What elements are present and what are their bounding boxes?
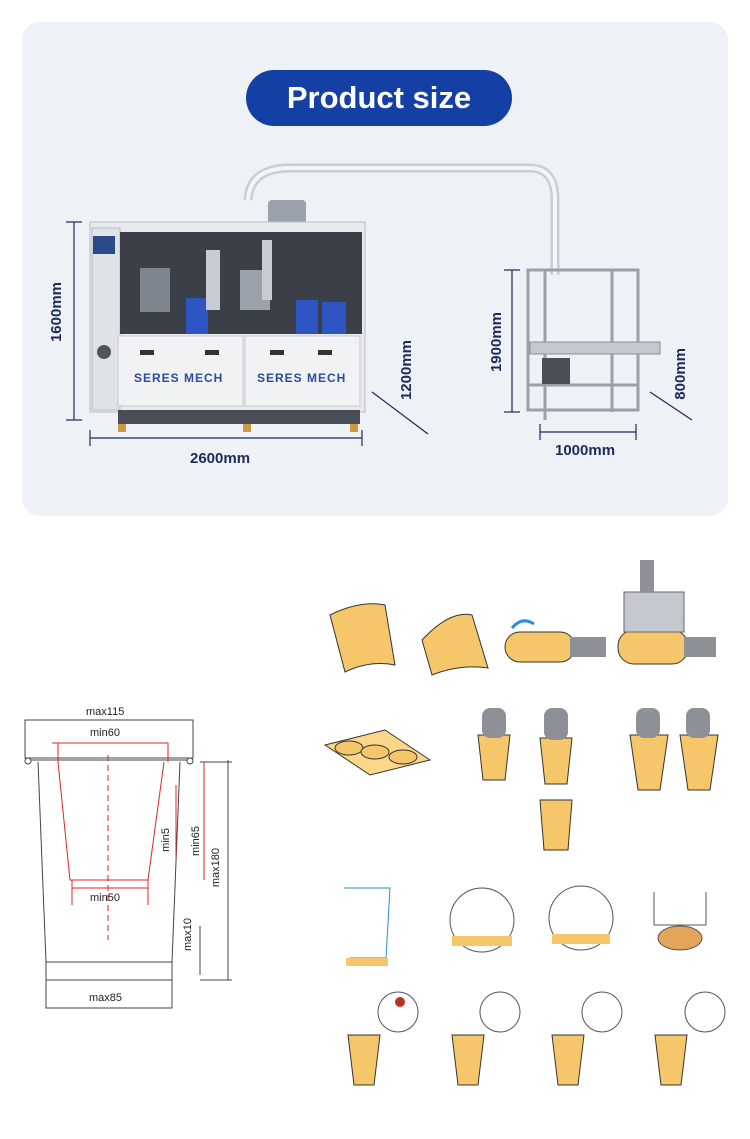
machine-illustration — [66, 163, 693, 446]
paper-stack-icon — [329, 603, 396, 673]
collector-motor — [542, 358, 570, 384]
spec-min5: min5 — [160, 828, 172, 852]
product-size-title: Product size — [246, 70, 512, 126]
cup-rim — [24, 719, 194, 759]
bottom-disc-icon — [657, 925, 703, 951]
inner-spec-lines — [52, 742, 205, 940]
blower-motor — [268, 200, 306, 226]
spec-bottom-width: max85 — [89, 992, 123, 1004]
collector-tray — [529, 341, 661, 355]
cup-body — [37, 761, 181, 963]
spec-inner-bottom: min50 — [90, 892, 120, 904]
machine-base — [118, 410, 360, 424]
press-head-icon — [623, 591, 685, 633]
brand-label-right: SERES MECH — [257, 371, 347, 385]
spec-min65: min65 — [190, 826, 202, 856]
spec-top-width: max115 — [86, 706, 125, 718]
dim-width-left: 2600mm — [190, 450, 251, 467]
lower-panel-right — [244, 335, 361, 407]
cup-bottom — [45, 979, 173, 1009]
process-steps — [323, 560, 726, 1086]
paper-fan-icon — [421, 613, 489, 676]
control-screen — [93, 236, 115, 254]
spec-inner-top: min60 — [90, 727, 120, 739]
dimension-lines — [66, 221, 693, 446]
emergency-knob — [97, 345, 111, 359]
spec-max10: max10 — [182, 918, 194, 952]
outer-dim-lines — [199, 760, 232, 981]
brand-label-left: SERES MECH — [134, 371, 224, 385]
spec-max180: max180 — [210, 848, 222, 888]
lower-panel-left — [117, 335, 244, 407]
dim-width-right: 1000mm — [555, 442, 616, 459]
roll-paper-icon — [504, 631, 576, 663]
